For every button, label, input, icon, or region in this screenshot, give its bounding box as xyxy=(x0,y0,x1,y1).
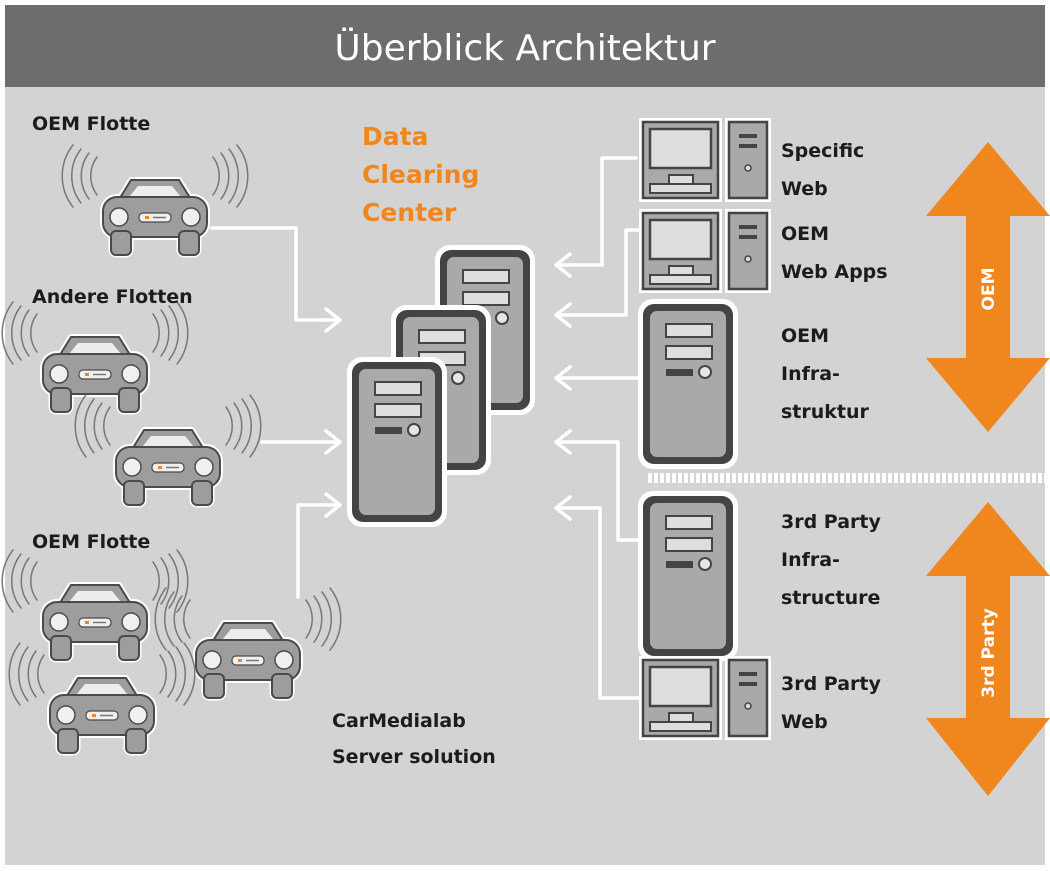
connector-specific-web xyxy=(554,156,638,267)
desktop-computer-icon xyxy=(637,654,773,742)
desktop-computer-icon xyxy=(637,207,773,295)
connector-3rd-party-infrastructure xyxy=(554,440,642,542)
oem-scope-arrow: OEM xyxy=(926,142,1050,432)
connector-oem-fleet-2 xyxy=(296,503,342,599)
3rd-party-scope-label: 3rd Party xyxy=(979,608,999,697)
server-tower-icon xyxy=(346,356,448,528)
3rd-party-scope-arrow: 3rd Party xyxy=(926,502,1050,796)
oem-scope-label: OEM xyxy=(979,268,999,311)
client-label-specific-web: Specific Web xyxy=(781,140,871,200)
client-label-3rd-party-web: 3rd Party Web xyxy=(781,673,888,733)
fleet-label-oem-2: OEM Flotte xyxy=(32,531,150,553)
client-label-oem-web-apps: OEM Web Apps xyxy=(781,223,888,283)
client-label-3rd-party-infrastructure: 3rd Party Infra- structure xyxy=(781,511,888,609)
page-title: Überblick Architektur xyxy=(334,27,715,69)
server-tower-icon xyxy=(637,298,739,470)
connector-oem-web-apps xyxy=(554,228,640,317)
connector-3rd-party-web xyxy=(554,506,640,700)
fleet-label-other: Andere Flotten xyxy=(32,286,193,308)
fleet-label-oem: OEM Flotte xyxy=(32,113,150,135)
client-label-oem-infrastructure: OEM Infra- struktur xyxy=(781,325,870,423)
fleet-connectors xyxy=(210,226,342,599)
server-tower-icon xyxy=(637,490,739,662)
title-bar xyxy=(5,5,1045,87)
client-connectors xyxy=(554,156,642,700)
data-clearing-center-label: Data Clearing Center xyxy=(362,122,488,227)
desktop-computer-icon xyxy=(637,116,773,204)
server-solution-label: CarMedialab Server solution xyxy=(332,710,496,768)
connector-oem-fleet xyxy=(210,226,342,322)
